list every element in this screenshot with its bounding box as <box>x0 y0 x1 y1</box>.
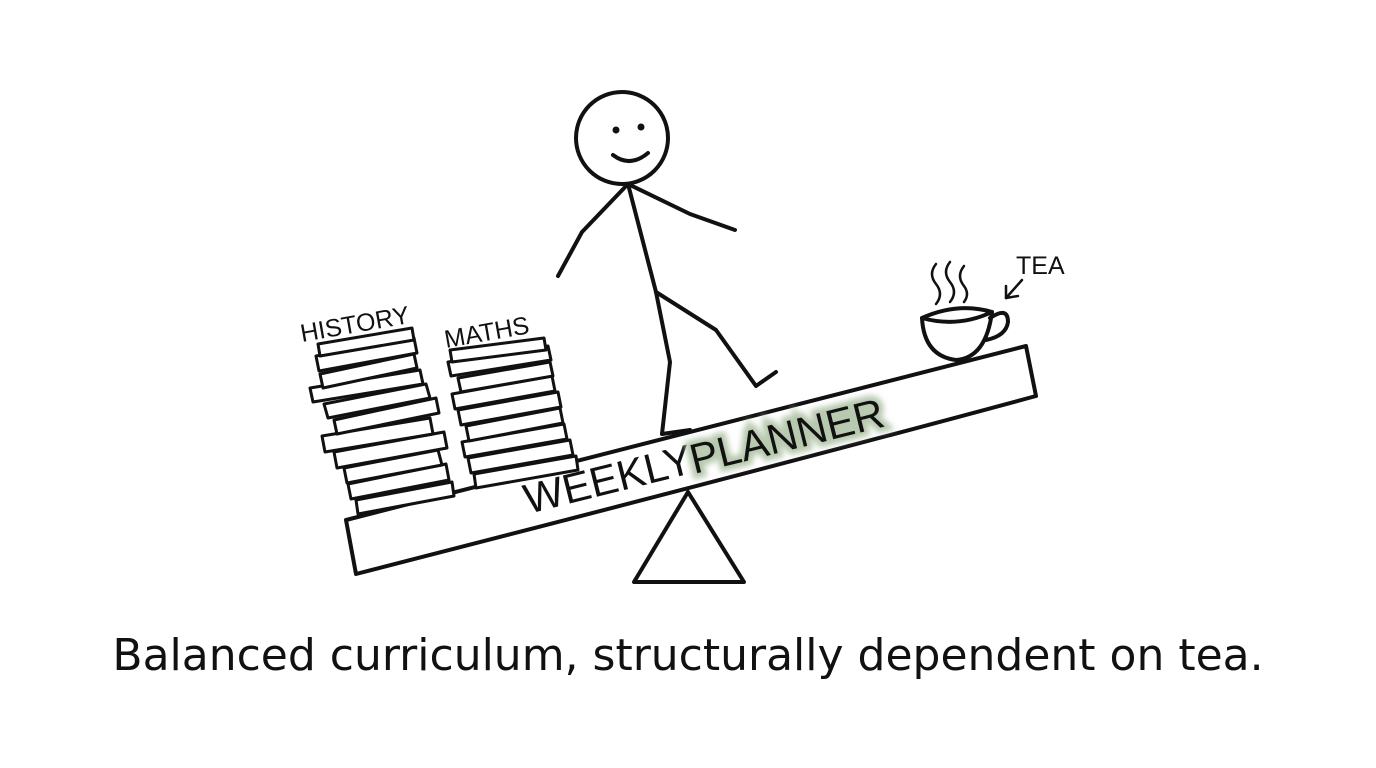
leg-raised <box>654 290 778 388</box>
arm-right <box>626 182 737 232</box>
tea-cup <box>920 306 1010 362</box>
leg-standing <box>654 290 672 436</box>
head <box>574 90 670 186</box>
fulcrum-triangle <box>632 490 746 584</box>
body <box>626 182 658 294</box>
foot-standing <box>660 428 692 436</box>
caption: Balanced curriculum, structurally depend… <box>112 630 1264 681</box>
arm-left <box>556 182 630 278</box>
tea-label: TEA <box>1016 252 1065 280</box>
maths-book-stack <box>446 336 580 490</box>
history-book-stack <box>308 326 456 516</box>
stick-figure <box>556 90 778 436</box>
planner-label: PLANNER <box>685 389 889 483</box>
tea-arrow <box>1004 278 1024 300</box>
steam-icon <box>930 260 969 306</box>
